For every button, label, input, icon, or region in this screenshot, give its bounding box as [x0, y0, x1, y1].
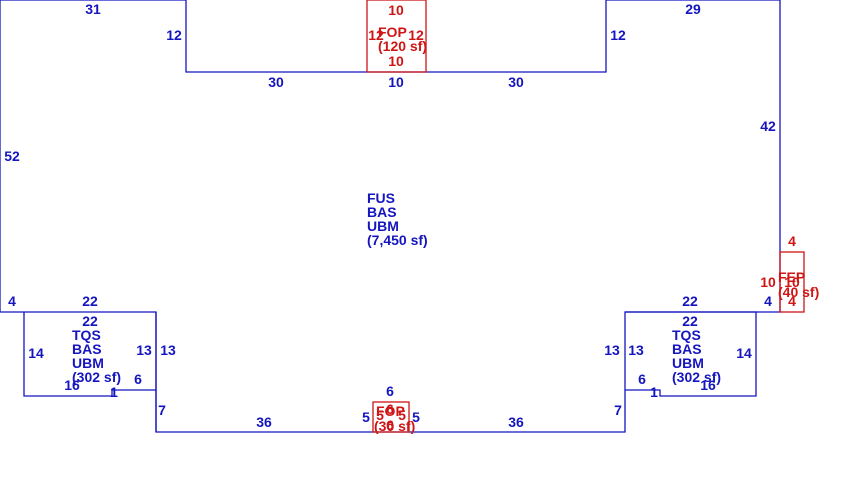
dim-label: 13 [628, 342, 644, 358]
right-wing-area-label: TQS BAS UBM (302 sf) [672, 327, 721, 385]
dim-label: 42 [760, 118, 776, 134]
area-code: FEP [778, 269, 805, 285]
area-code: FOP [378, 24, 407, 40]
porch-top-area-label: FOP (120 sf) [378, 24, 427, 54]
dim-label: 4 [764, 293, 772, 309]
dim-label: 30 [508, 74, 524, 90]
dim-label: 5 [376, 407, 384, 423]
dim-label: 12 [610, 27, 626, 43]
dim-label: 10 [388, 74, 404, 90]
dim-label: 1 [110, 384, 118, 400]
area-code: UBM [672, 355, 704, 371]
dim-label: 1 [650, 384, 658, 400]
area-size: (40 sf) [778, 284, 819, 300]
dim-label: 36 [508, 414, 524, 430]
dim-label: 14 [736, 345, 752, 361]
area-code: BAS [72, 341, 102, 357]
area-code: UBM [72, 355, 104, 371]
dim-label: 6 [386, 383, 394, 399]
main-area-label: FUS BAS UBM (7,450 sf) [367, 190, 428, 248]
area-code: BAS [672, 341, 702, 357]
dim-label: 6 [386, 401, 394, 417]
area-code: TQS [72, 327, 101, 343]
dim-label: 10 [388, 53, 404, 69]
porch-bottom-area-label: FOP (30 sf) [374, 403, 415, 434]
area-code: TQS [672, 327, 701, 343]
dim-label: 16 [64, 377, 80, 393]
left-wing-outline [23, 312, 157, 432]
dim-label: 22 [82, 293, 98, 309]
dim-label: 22 [682, 313, 698, 329]
area-size: (302 sf) [672, 369, 721, 385]
area-code: UBM [367, 218, 399, 234]
dim-label: 14 [28, 345, 44, 361]
dim-label: 10 [784, 274, 800, 290]
dim-label: 13 [136, 342, 152, 358]
dim-label: 36 [256, 414, 272, 430]
dim-label: 22 [82, 313, 98, 329]
dim-label: 5 [362, 409, 370, 425]
porch-right-outline [779, 251, 805, 313]
dim-label: 31 [85, 1, 101, 17]
dim-label: 4 [788, 233, 796, 249]
porch-bottom-outline [372, 401, 410, 433]
dim-label: 7 [158, 402, 166, 418]
right-wing-outline [625, 311, 757, 397]
area-code: FUS [367, 190, 395, 206]
dim-label: 5 [412, 409, 420, 425]
dim-label: 52 [4, 148, 20, 164]
porch-right-area-label: FEP (40 sf) [778, 269, 819, 300]
dim-label: 29 [685, 1, 701, 17]
dim-label: 4 [788, 293, 796, 309]
dim-label: 6 [386, 417, 394, 433]
dim-label: 22 [682, 293, 698, 309]
dim-label: 30 [268, 74, 284, 90]
dim-label: 10 [760, 274, 776, 290]
area-size: (30 sf) [374, 418, 415, 434]
dim-label: 12 [368, 27, 384, 43]
dim-label: 4 [8, 293, 16, 309]
area-size: (7,450 sf) [367, 232, 428, 248]
dim-label: 16 [700, 377, 716, 393]
dim-label: 5 [398, 407, 406, 423]
dim-label: 12 [166, 27, 182, 43]
dim-label: 6 [134, 371, 142, 387]
area-size: (302 sf) [72, 369, 121, 385]
area-code: FOP [376, 403, 405, 419]
dim-label: 13 [160, 342, 176, 358]
dim-label: 13 [604, 342, 620, 358]
dim-label: 7 [614, 402, 622, 418]
dim-label: 12 [408, 27, 424, 43]
area-code: BAS [367, 204, 397, 220]
dim-label: 10 [388, 2, 404, 18]
dim-label: 6 [638, 371, 646, 387]
porch-top-outline [366, 0, 427, 73]
left-wing-area-label: TQS BAS UBM (302 sf) [72, 327, 121, 385]
area-size: (120 sf) [378, 38, 427, 54]
